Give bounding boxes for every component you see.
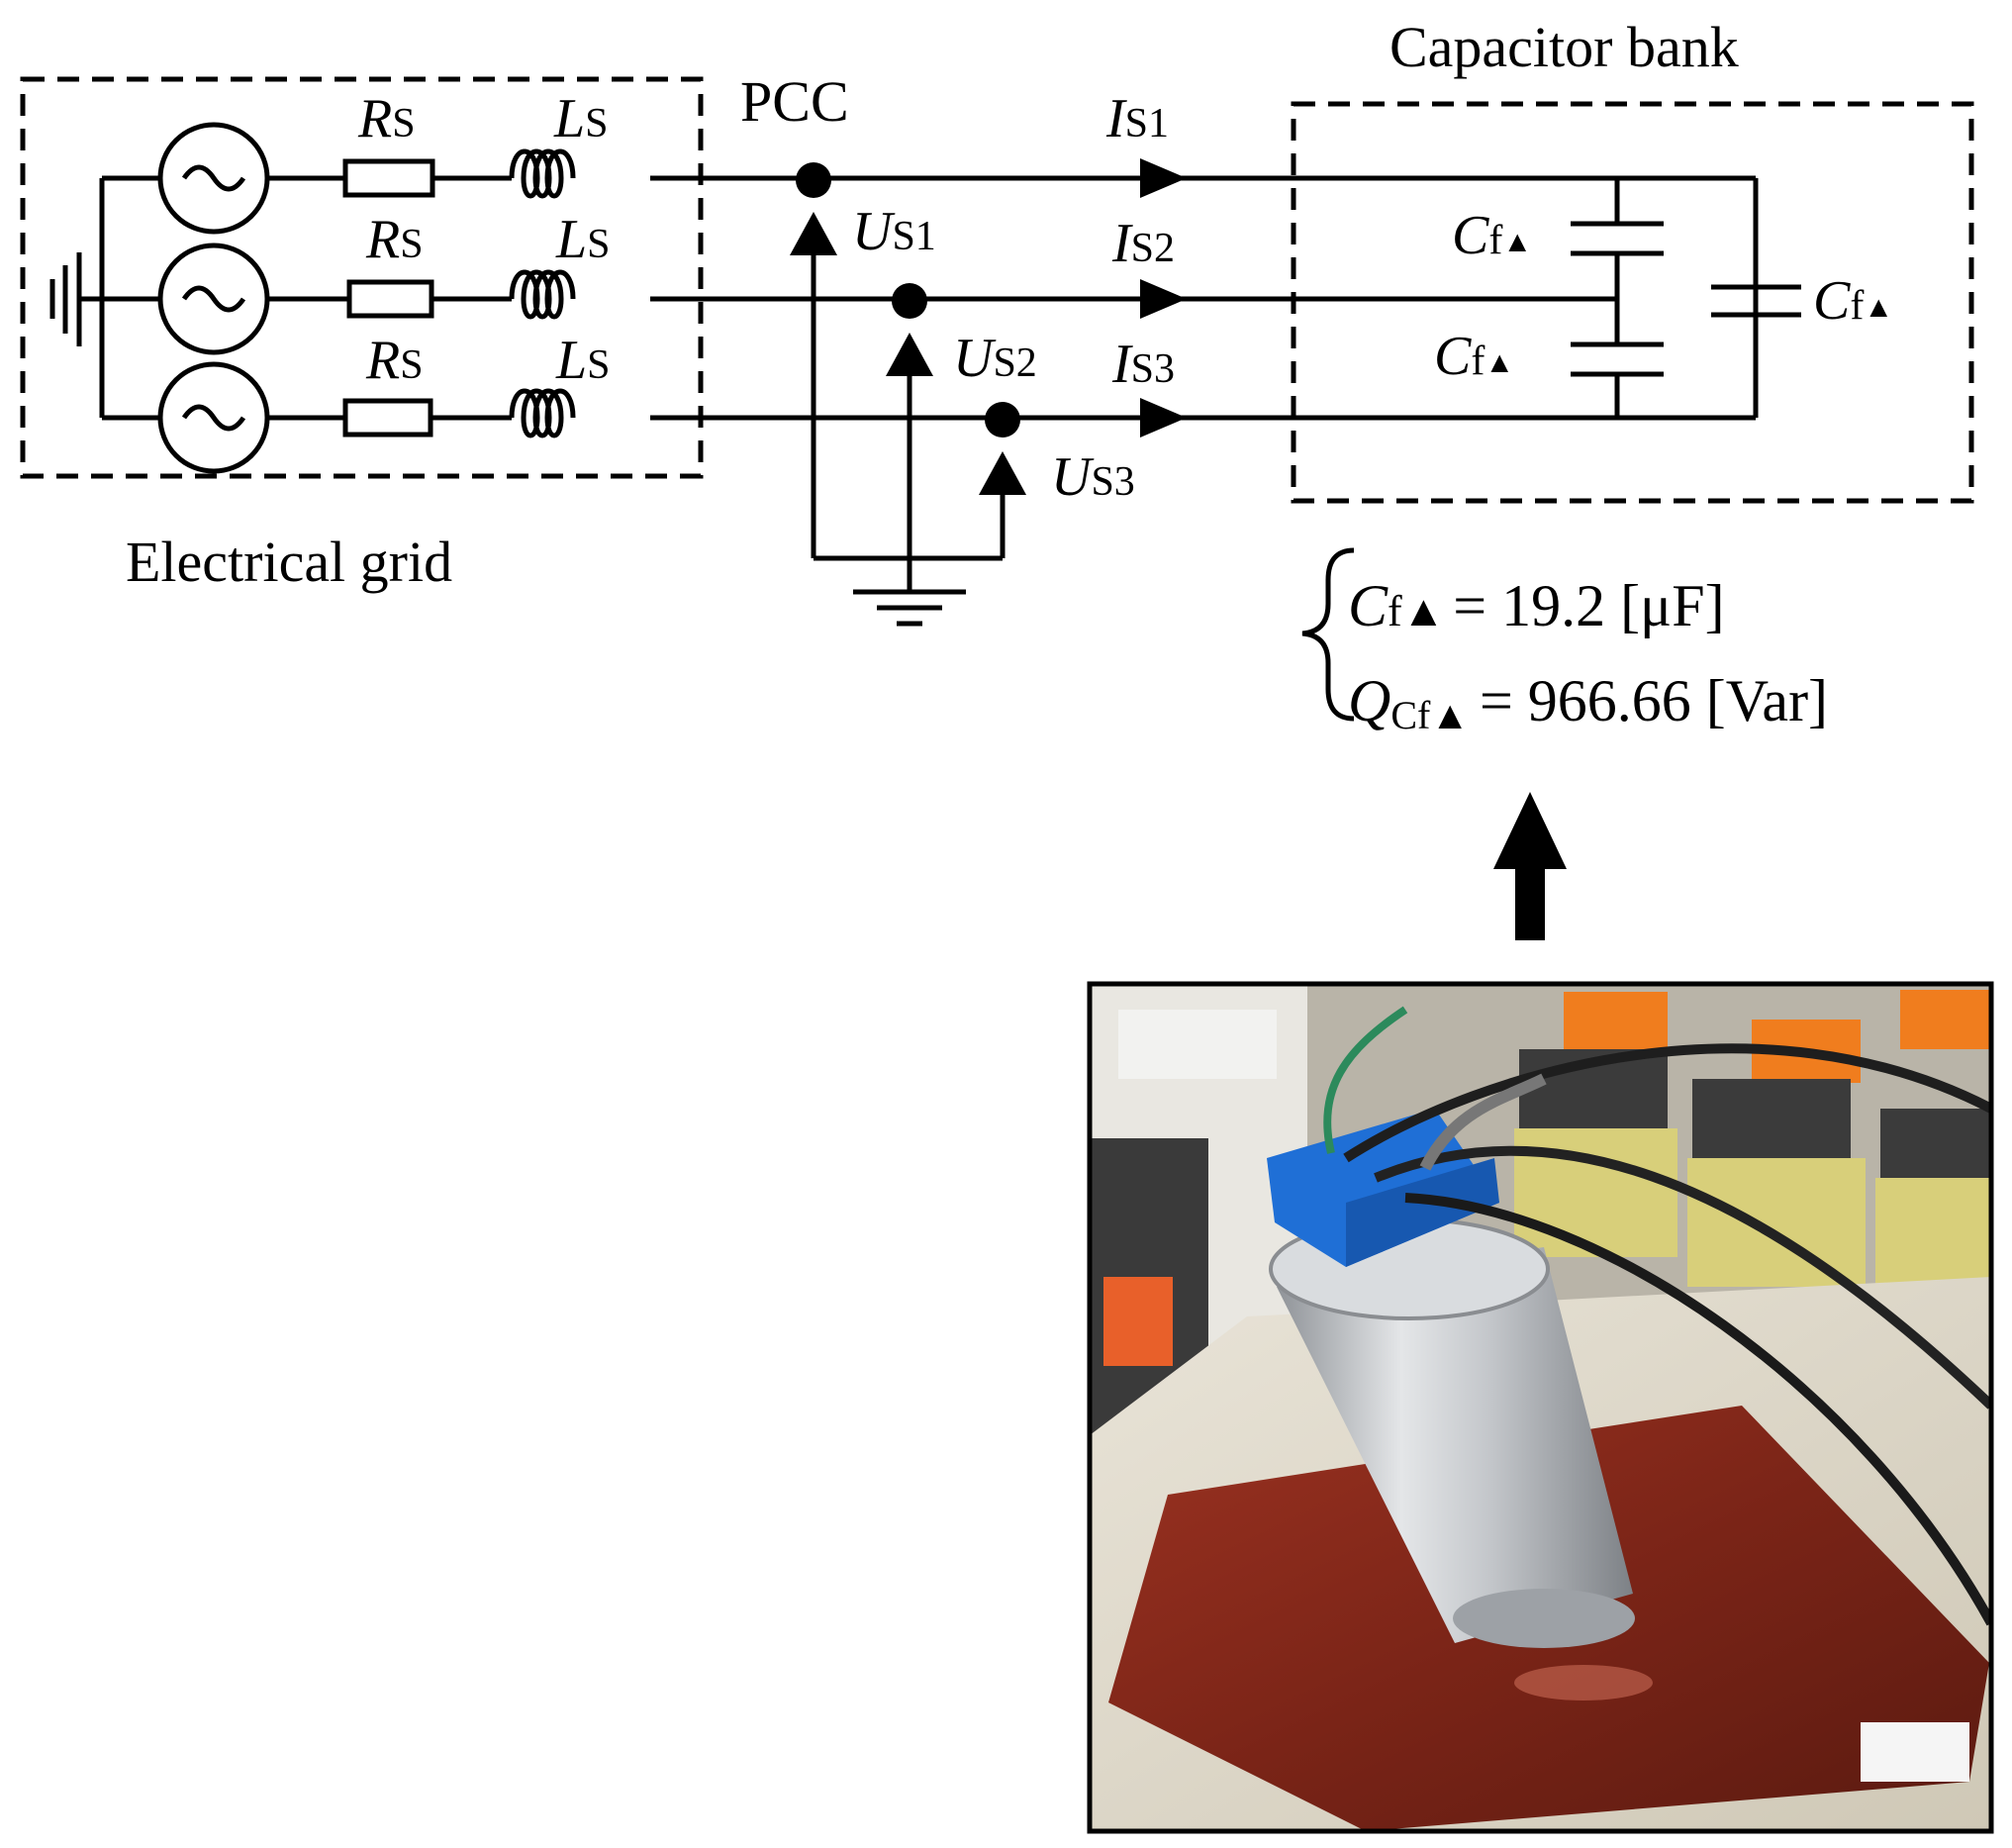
phase-row-3 (102, 361, 1756, 474)
capacitor-label-right: Cf▲ (1813, 270, 1893, 332)
spec-brace (1301, 547, 1355, 722)
grid-dashed-box (20, 76, 704, 479)
voltage-arrow-3 (979, 451, 1026, 495)
current-label-2: IS2 (1111, 213, 1175, 274)
pcc-node-3 (985, 402, 1020, 438)
current-arrow-3 (1140, 398, 1187, 438)
capacitor-bank-dashed-box (1291, 101, 1974, 504)
voltage-arrow-2 (886, 333, 933, 376)
capacitor-label-top: Cf▲ (1452, 205, 1532, 266)
capacitor-photo (1087, 981, 1994, 1834)
phase-row-1 (102, 122, 1756, 235)
inductor-label: LS (555, 209, 611, 270)
voltage-arrow-1 (790, 212, 837, 255)
inductor-icon (509, 148, 576, 199)
inductor-label: LS (555, 330, 611, 391)
grid-title: Electrical grid (126, 530, 452, 594)
pcc-label: PCC (740, 69, 849, 134)
pcc-node-2 (892, 283, 927, 319)
current-arrow-2 (1140, 279, 1187, 319)
voltage-label-2: US2 (953, 328, 1037, 389)
current-label-3: IS3 (1111, 334, 1175, 395)
voltage-label-1: US1 (852, 201, 936, 262)
resistor-label: RS (365, 330, 424, 391)
current-label-1: IS1 (1105, 88, 1169, 149)
phase-row-2 (102, 243, 1617, 355)
voltage-label-3: US3 (1051, 446, 1135, 508)
resistor-icon (346, 279, 434, 319)
current-arrow-1 (1140, 158, 1187, 198)
resistor-label: RS (365, 209, 424, 270)
up-arrow-icon (1493, 792, 1567, 940)
pcc-node-1 (796, 162, 831, 198)
capacitor-bank-title: Capacitor bank (1389, 15, 1739, 79)
voltage-measurement-network (811, 249, 1006, 627)
inductor-icon (509, 388, 576, 438)
resistor-label: RS (357, 88, 416, 149)
resistor-icon (342, 158, 435, 198)
reactive-power-spec: QCf▲= 966.66 [Var] (1348, 668, 1828, 737)
inductor-icon (509, 269, 576, 320)
inductor-label: LS (553, 88, 609, 149)
capacitor-label-bottom: Cf▲ (1434, 326, 1514, 387)
grid-ground-symbol (49, 178, 105, 418)
capacitance-spec: Cf▲= 19.2 [μF] (1348, 573, 1725, 638)
resistor-icon (342, 398, 433, 438)
delta-capacitor-network (1571, 178, 1801, 418)
photo-frame (1087, 981, 1994, 1834)
